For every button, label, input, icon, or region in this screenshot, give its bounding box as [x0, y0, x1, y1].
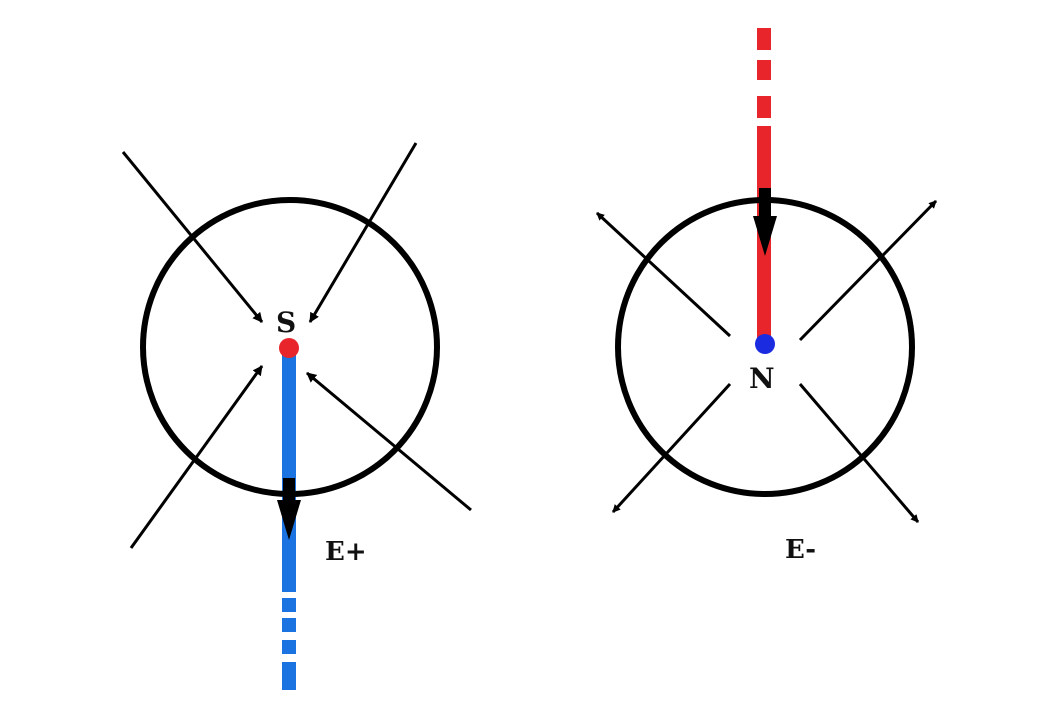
left-line-dash — [282, 640, 296, 654]
right-field-label: E- — [785, 535, 816, 565]
outward-arrow — [798, 199, 938, 342]
right-line-dash — [757, 60, 771, 80]
right-center-label: N — [749, 362, 775, 395]
outward-arrow — [595, 211, 732, 338]
right-field-line — [757, 28, 771, 340]
outward-arrow — [611, 382, 732, 514]
inward-arrow — [121, 151, 264, 323]
left-line-dash — [282, 662, 296, 690]
left-field-label: E+ — [325, 537, 367, 567]
left-field-arrow — [277, 478, 301, 540]
left-line-dash — [282, 598, 296, 612]
left-diagram: S E+ — [121, 142, 472, 690]
left-line-solid — [282, 352, 296, 592]
right-line-dash — [757, 96, 771, 118]
right-line-dash — [757, 28, 771, 50]
left-center-label: S — [276, 306, 296, 339]
outward-arrow — [798, 383, 920, 523]
left-field-line — [282, 352, 296, 690]
inward-arrow — [306, 371, 472, 512]
right-diagram: N E- — [595, 28, 938, 565]
left-line-dash — [282, 618, 296, 632]
right-field-arrow — [753, 188, 777, 256]
inward-arrow — [308, 142, 418, 323]
right-center-dot — [755, 334, 775, 354]
left-center-dot — [279, 338, 299, 358]
inward-arrow — [129, 365, 264, 549]
